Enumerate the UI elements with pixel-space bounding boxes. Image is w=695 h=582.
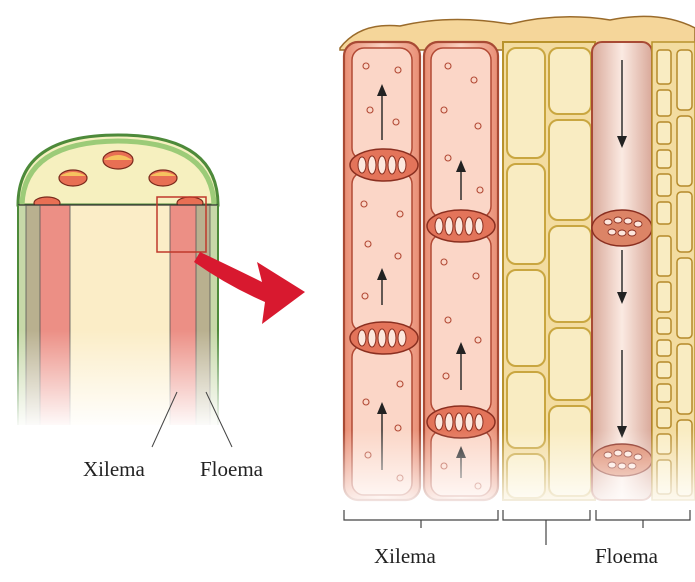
stem-xylem-label: Xilema <box>83 457 145 482</box>
detail-xylem-label: Xilema <box>374 544 436 569</box>
detail-phloem-label: Floema <box>595 544 658 569</box>
tissue-brackets <box>344 510 690 545</box>
stem-dome <box>18 135 218 205</box>
tissue-detail <box>338 16 695 545</box>
stem-phloem-label: Floema <box>200 457 263 482</box>
stem-illustration <box>10 135 232 447</box>
